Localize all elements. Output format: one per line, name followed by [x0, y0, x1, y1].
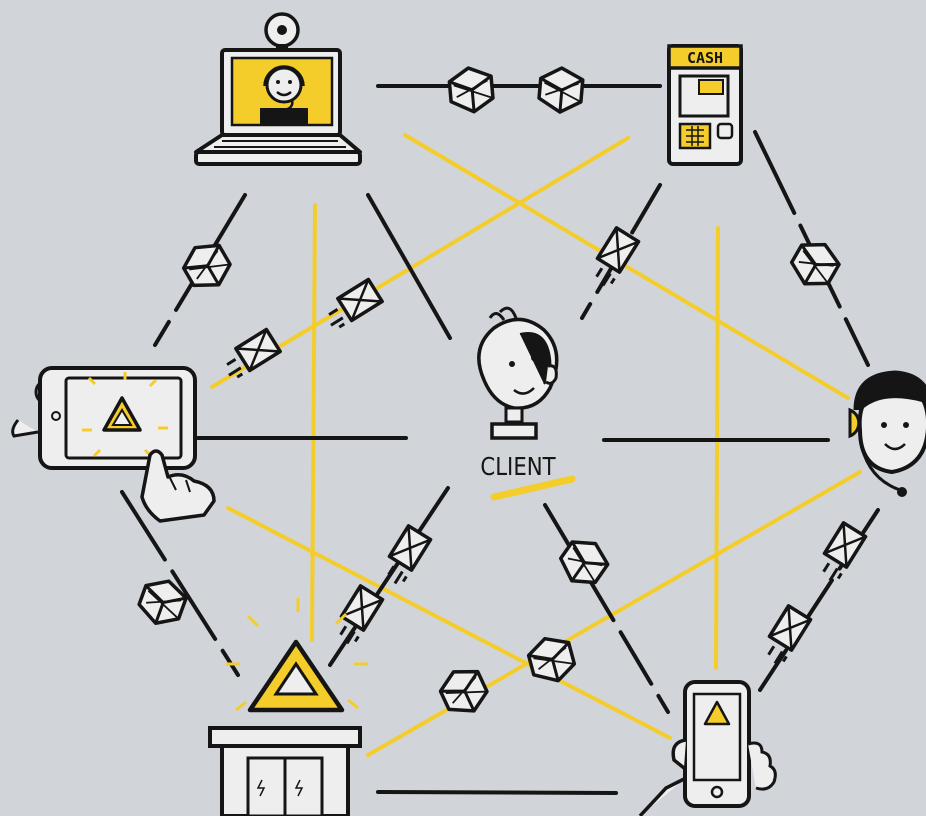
envelope-icon: [319, 277, 384, 333]
connector-laptop-client: [366, 193, 452, 340]
tablet-app-node: [11, 366, 216, 523]
package-box-icon: [552, 530, 616, 595]
client-underline: [490, 475, 576, 501]
connector-atm-phone: [714, 226, 720, 670]
connector-client-phone: [543, 503, 670, 714]
package-box-icon: [783, 232, 846, 296]
atm-cash-sign: [667, 44, 743, 70]
connector-bank-phone: [376, 790, 618, 795]
headset-earpiece-icon: [848, 407, 861, 439]
hand-holding-icon: [638, 738, 687, 816]
bank-roof: [208, 726, 362, 748]
envelope-icon: [217, 327, 282, 383]
svg-text:CASH: CASH: [687, 49, 723, 67]
laptop-keyboard: [194, 133, 362, 154]
connector-atm-tablet: [210, 136, 630, 389]
client-person-node: [477, 306, 559, 440]
pointing-hand-icon: [140, 449, 216, 523]
support-agent-laptop-node: [194, 12, 362, 166]
connector-laptop-agent: [403, 133, 850, 400]
mobile-phone-app-node: [638, 680, 777, 816]
connector-laptop-bank: [310, 203, 317, 642]
connector-tablet-phone: [226, 506, 672, 740]
atm-cash-machine-node: CASH: [667, 44, 743, 166]
package-box-icon: [175, 234, 238, 298]
package-box-icon: [446, 64, 496, 116]
bank-branch-node: [208, 598, 368, 816]
connector-tablet-bank: [120, 490, 240, 677]
app-logo-icon: [703, 700, 731, 726]
envelope-icon: [329, 584, 385, 649]
envelope-icon: [757, 604, 813, 669]
call-center-agent-node: [848, 370, 926, 497]
envelope-icon: [812, 521, 868, 586]
client-label: CLIENT: [480, 452, 556, 481]
envelope-icon: [585, 226, 641, 291]
connector-client-bank: [328, 486, 450, 667]
package-box-icon: [536, 64, 586, 116]
